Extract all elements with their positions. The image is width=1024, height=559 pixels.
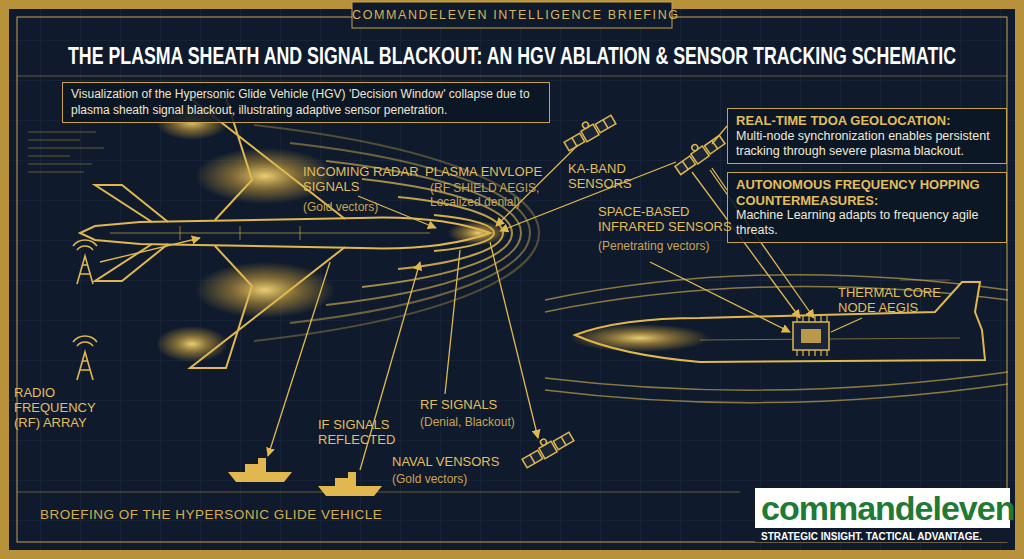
hgv-outline (190, 246, 345, 368)
callout-note: (Gold vectors) (392, 473, 522, 487)
callout-note: (Penetrating vectors) (598, 240, 738, 254)
signal-vectors (712, 168, 727, 190)
tower-waves (73, 240, 97, 250)
callout-label: THERMAL CORE NODE AEGIS (838, 286, 948, 316)
callout-box: REAL-TIME TDOA GEOLOCATION:Multi-node sy… (727, 108, 1007, 164)
frame-inner-line (17, 17, 1007, 542)
callout-note: (RF SHIELD AEGIS, Localized denial) (430, 182, 550, 210)
hgv-fill (80, 98, 490, 368)
signal-vectors (650, 262, 790, 332)
lower-hgv-line (700, 338, 960, 340)
hgv-outline (80, 218, 490, 249)
satellites (519, 109, 726, 469)
thermal-chip (793, 322, 829, 350)
description-box: Visualization of the Hypersonic Glide Ve… (62, 82, 550, 123)
satellite-icon (561, 109, 617, 152)
title-rule (17, 76, 1007, 77)
callout-label: PLASMA ENVLOPE (425, 165, 550, 180)
callout-label: INCOMING RADAR SIGNALS (303, 165, 423, 195)
glow-spots (156, 326, 228, 362)
satellite-icon (572, 120, 608, 147)
tower-waves (73, 336, 97, 346)
hgv-top-view (80, 98, 508, 368)
diagram-title: THE PLASMA SHEATH AND SIGNAL BLACKOUT: A… (68, 42, 956, 70)
thermal-chip (793, 316, 829, 356)
hgv-outline (110, 233, 430, 234)
hgv-fill (95, 244, 168, 281)
trajectory-bands (545, 384, 1008, 403)
logo-box: commandelevenSTRATEGIC INSIGHT. TACTICAL… (755, 488, 1010, 542)
micro-text-lines (28, 156, 70, 157)
callout-box: AUTONOMOUS FREQUENCY HOPPING COUNTERMEAS… (727, 172, 1007, 243)
callout-heading: AUTONOMOUS FREQUENCY HOPPING COUNTERMEAS… (736, 177, 998, 208)
ship-symbol (318, 472, 382, 496)
micro-text-lines (28, 140, 80, 141)
micro-text-lines (28, 132, 96, 133)
footer-rule (17, 492, 740, 493)
signal-vectors (831, 318, 862, 332)
tower-symbol (77, 256, 93, 284)
signal-vectors (445, 250, 460, 394)
hgv-outline (95, 244, 168, 281)
micro-text-lines (28, 172, 84, 173)
hgv-outline (80, 98, 490, 368)
callout-label: RF SIGNALS (420, 398, 530, 413)
satellite-icon (539, 438, 547, 446)
tower-symbol (77, 352, 93, 380)
callout-note: (Gold vectors) (303, 201, 413, 215)
hgv-fill (95, 185, 168, 222)
lower-hgv (545, 275, 1008, 403)
hgv-fill (80, 218, 490, 249)
satellite-icon (691, 143, 699, 151)
panel-background (9, 9, 1015, 550)
callout-label: RADIO FREQUENCY (RF) ARRAY (14, 386, 124, 431)
ablation-glow (570, 324, 710, 352)
trajectory-bands (545, 372, 1008, 390)
ship-symbol (228, 458, 292, 482)
callout-label: SPACE-BASED INFRARED SENSORS (598, 205, 738, 235)
satellite-icon (519, 426, 575, 469)
diagram-caption: BROEFING OF THE HYPERSONIC GLIDE VEHICLE (40, 507, 382, 522)
callout-body: Multi-node synchronization enables persi… (736, 129, 998, 159)
rf-towers (73, 240, 97, 380)
grid (9, 9, 1015, 550)
callout-body: Machine Learning adapts to frequency agi… (736, 208, 998, 238)
signal-vectors (100, 238, 200, 262)
ships (228, 458, 382, 496)
signal-vectors (712, 126, 727, 144)
header-tab (352, 2, 672, 28)
satellite-icon (530, 437, 566, 464)
thermal-chip (801, 329, 821, 343)
description-text: Visualization of the Hypersonic Glide Ve… (71, 87, 541, 118)
satellite-icon (581, 121, 589, 129)
callout-note: (Denial, Blackout) (420, 416, 550, 430)
logo-wordmark: commandeleven (755, 488, 1010, 528)
callout-heading: REAL-TIME TDOA GEOLOCATION: (736, 113, 998, 129)
logo-tagline: STRATEGIC INSIGHT. TACTICAL ADVANTAGE. (755, 528, 1010, 542)
thermal-chip (797, 316, 827, 356)
callout-label: IF SIGNALS REFLECTED (318, 418, 418, 448)
micro-text-lines (28, 164, 92, 165)
hgv-outline (95, 185, 168, 222)
trajectory-bands (545, 275, 1008, 403)
callout-label: NAVAL VENSORS (392, 455, 522, 470)
micro-text-lines (28, 132, 950, 359)
micro-text-lines (28, 148, 104, 149)
header-text: COMMANDELEVEN INTELLIGENCE BRIEFING (352, 8, 672, 22)
satellite-icon (682, 141, 717, 170)
callout-label: KA-BAND SENSORS (568, 162, 648, 192)
hgv-fill (190, 246, 345, 368)
